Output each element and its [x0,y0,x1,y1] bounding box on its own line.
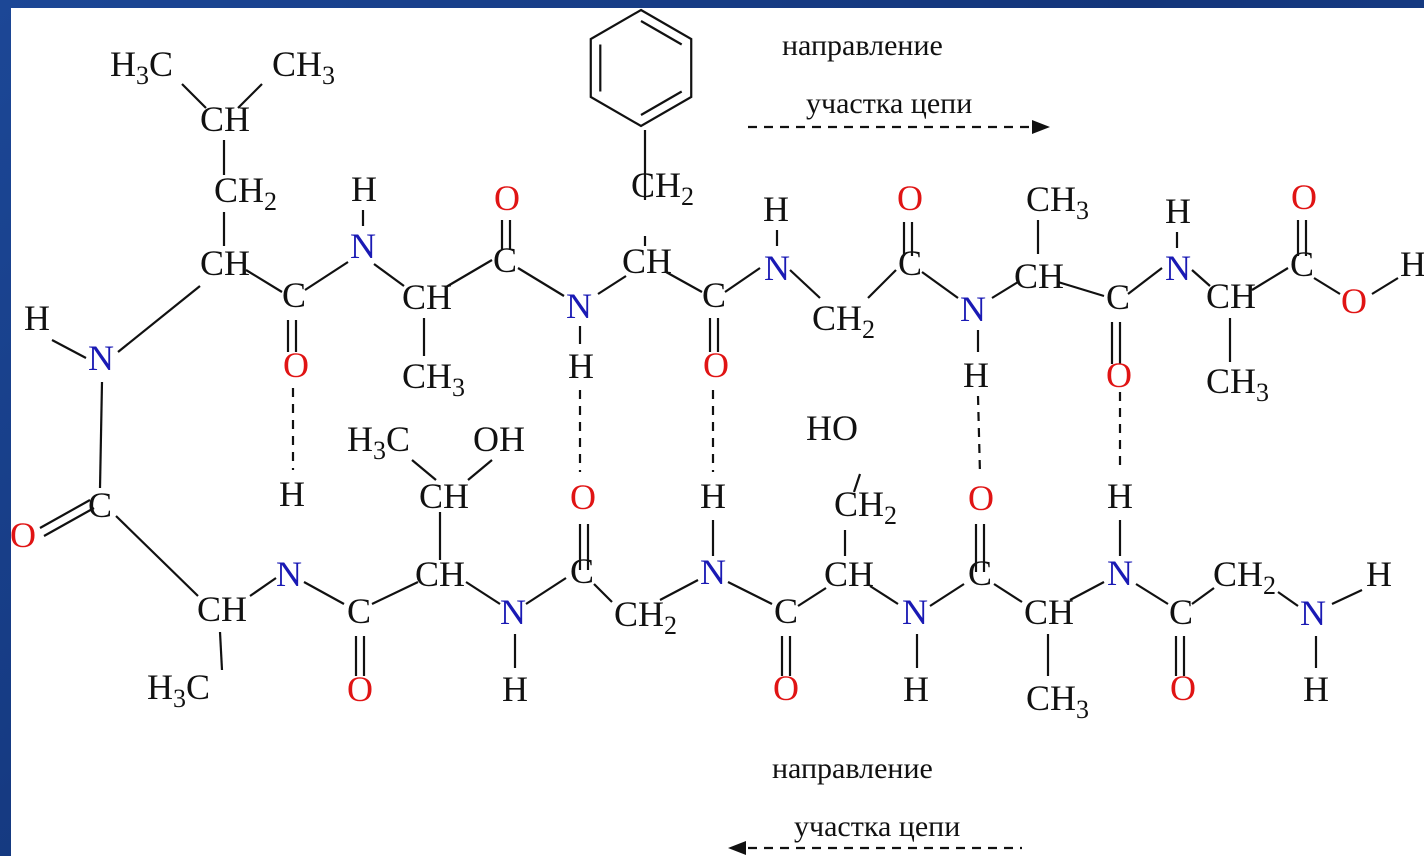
atom-o-1: O [283,345,309,385]
bottom-caption-line1: направление [772,752,933,785]
atom-h-5: H [1165,191,1191,231]
atom-h-4: H [963,355,989,395]
atom-h-11: H [903,669,929,709]
atom-ch-10: CH [824,554,874,594]
atom-o-9: O [347,669,373,709]
atom-ch3-5: CH3 [1026,678,1089,724]
atom-c-9: C [570,551,594,591]
atom-o-11: O [773,668,799,708]
atom-c-2: C [493,240,517,280]
top-direction-caption: направление участка цепи [748,29,1050,134]
atom-n-2: N [566,286,592,326]
atom-h-2: H [568,346,594,386]
atom-n-8: N [500,592,526,632]
atom-h-3: H [763,189,789,229]
atom-c-6: C [1290,244,1314,284]
atom-ch-7: CH [197,589,247,629]
atom-n-7: N [276,554,302,594]
atom-ch-3: CH [402,277,452,317]
atom-c-11: C [968,553,992,593]
atom-n-9: N [700,552,726,592]
atom-ch2-5: CH2 [834,484,897,530]
atom-o-12: O [968,478,994,518]
atom-h-14: H [1303,669,1329,709]
atom-ch-6: CH [1206,276,1256,316]
atom-n-10: N [902,592,928,632]
bottom-caption-line2: участка цепи [794,810,960,843]
atom-o-7: O [1341,281,1367,321]
atom-c-8: C [347,591,371,631]
atom-c-7: C [88,485,112,525]
atom-c-4: C [898,243,922,283]
atom-ch2-3: CH2 [812,298,875,344]
atom-ch2-4: CH2 [614,594,677,640]
atom-ch-1: CH [200,99,250,139]
atom-o-10: O [570,477,596,517]
diagram-canvas [11,8,1424,856]
atom-ch-2: CH [200,243,250,283]
atom-ch3-1: CH3 [272,44,335,90]
atom-o-4: O [897,178,923,218]
atom-c-5: C [1106,277,1130,317]
atom-h-10: H [700,476,726,516]
atom-ch-8: CH [419,476,469,516]
bond-lines [39,83,1399,676]
atom-ch3-2: CH3 [402,356,465,402]
atom-ch-9: CH [415,554,465,594]
atom-ch-4: CH [622,241,672,281]
hydrogen-bond-lines [291,388,1122,475]
atom-ch3-4: CH3 [1206,361,1269,407]
atom-c-3: C [702,275,726,315]
atom-n-6: N [88,338,114,378]
top-direction-arrowhead-icon [1032,120,1050,134]
atom-h-6: H [1400,244,1424,284]
atom-ch2-2: CH2 [631,165,694,211]
atom-h3c-3: H3C [347,419,410,465]
atom-c-10: C [774,591,798,631]
atom-o-5: O [1106,355,1132,395]
atom-n-5: N [1165,248,1191,288]
top-caption-line2: участка цепи [806,87,972,120]
atom-ch2-1: CH2 [214,170,277,216]
atom-h-9: H [502,669,528,709]
atom-c-12: C [1169,592,1193,632]
atom-h-13: H [1366,554,1392,594]
atom-o-3: O [703,345,729,385]
atom-n-1: N [350,226,376,266]
atom-o-8: O [10,515,36,555]
atom-h-8: H [279,474,305,514]
bottom-direction-caption: направление участка цепи [728,752,1022,855]
atom-n-11: N [1107,553,1133,593]
atom-oh-1: OH [473,419,525,459]
top-caption-line1: направление [782,29,943,62]
atom-c-1: C [282,275,306,315]
atom-o-2: O [494,178,520,218]
atom-h3c-2: H3C [147,667,210,713]
atom-n-4: N [960,289,986,329]
benzene-ring [589,8,693,128]
bottom-direction-arrowhead-icon [728,841,746,855]
atom-ch2-6: CH2 [1213,554,1276,600]
atom-h3c-1: H3C [110,44,173,90]
atom-o-13: O [1170,668,1196,708]
atom-h-7: H [24,298,50,338]
atom-o-6: O [1291,177,1317,217]
atom-ch-5: CH [1014,256,1064,296]
atom-ho-1: HO [806,408,858,448]
atom-n-3: N [764,248,790,288]
atom-n-12: N [1300,593,1326,633]
atom-ch-11: CH [1024,592,1074,632]
atom-h-12: H [1107,476,1133,516]
atom-h-1: H [351,169,377,209]
atom-ch3-3: CH3 [1026,179,1089,225]
